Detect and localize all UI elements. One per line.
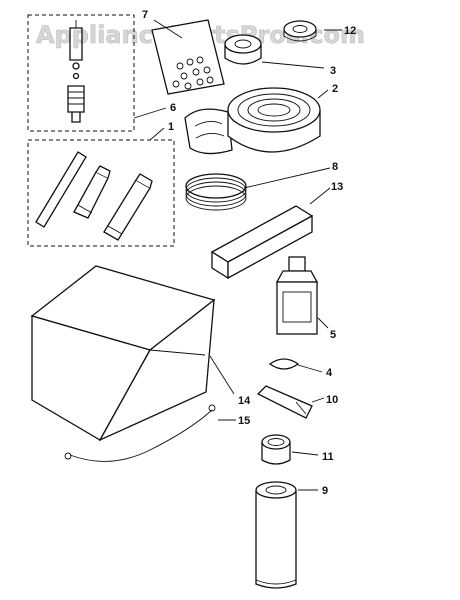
part-7-seal-bag bbox=[151, 19, 225, 95]
part-8-coil bbox=[185, 173, 247, 211]
part-11-cylinder bbox=[261, 434, 291, 465]
callout-10: 10 bbox=[326, 394, 338, 406]
callout-9: 9 bbox=[322, 485, 328, 497]
part-15-cord bbox=[64, 404, 216, 462]
part-3-tape-roll bbox=[224, 34, 262, 65]
callout-2: 2 bbox=[332, 83, 338, 95]
callout-8: 8 bbox=[332, 161, 338, 173]
callout-6: 6 bbox=[170, 102, 176, 114]
part-5-bottle bbox=[275, 256, 319, 335]
part-13-foam-block bbox=[210, 205, 314, 280]
part-2-insulation-roll bbox=[184, 87, 321, 155]
part-1-repair-kit-group bbox=[27, 139, 175, 247]
callout-4: 4 bbox=[326, 367, 333, 379]
leader-lines bbox=[133, 19, 342, 491]
part-6-service-valve-group bbox=[27, 14, 135, 132]
callout-15: 15 bbox=[238, 415, 250, 427]
callout-7: 7 bbox=[142, 9, 148, 21]
callout-14: 14 bbox=[238, 395, 251, 407]
part-12-small-tape bbox=[283, 20, 317, 42]
callout-12: 12 bbox=[344, 25, 356, 37]
part-4-fitting bbox=[268, 358, 300, 370]
part-9-aerosol-can bbox=[255, 481, 297, 589]
callout-5: 5 bbox=[330, 329, 336, 341]
part-14-cover bbox=[30, 265, 216, 442]
callout-numbers: 7 12 3 2 6 1 8 13 5 4 14 10 15 11 9 bbox=[142, 9, 356, 497]
callout-13: 13 bbox=[331, 181, 343, 193]
part-10-tube bbox=[256, 385, 313, 419]
callout-1: 1 bbox=[168, 121, 174, 133]
callout-3: 3 bbox=[330, 65, 336, 77]
callout-11: 11 bbox=[322, 451, 334, 463]
